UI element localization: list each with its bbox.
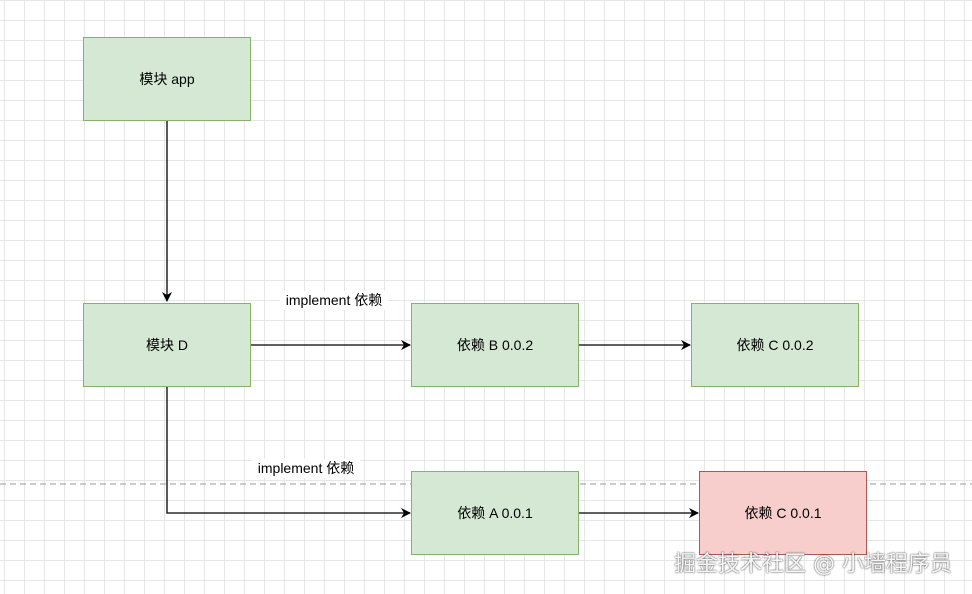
- edge-label-d-to-a: implement 依赖: [252, 459, 360, 478]
- node-module-app-label: 模块 app: [139, 71, 195, 87]
- node-dependency-c-001-label: 依赖 C 0.0.1: [744, 505, 822, 521]
- node-module-app[interactable]: 模块 app: [83, 37, 251, 121]
- node-module-d-label: 模块 D: [146, 337, 188, 353]
- node-dependency-c-002[interactable]: 依赖 C 0.0.2: [691, 303, 859, 387]
- watermark: 掘金技术社区 @ 小墙程序员: [674, 552, 952, 577]
- edge-d-to-a: [166, 387, 411, 518]
- node-module-d[interactable]: 模块 D: [83, 303, 251, 387]
- node-dependency-c-002-label: 依赖 C 0.0.2: [736, 337, 814, 353]
- node-dependency-a-label: 依赖 A 0.0.1: [457, 505, 533, 521]
- edge-label-d-to-b: implement 依赖: [280, 291, 388, 310]
- node-dependency-a[interactable]: 依赖 A 0.0.1: [411, 471, 579, 555]
- node-dependency-b[interactable]: 依赖 B 0.0.2: [411, 303, 579, 387]
- node-dependency-b-label: 依赖 B 0.0.2: [456, 337, 534, 353]
- node-dependency-c-001-conflict[interactable]: 依赖 C 0.0.1: [699, 471, 867, 555]
